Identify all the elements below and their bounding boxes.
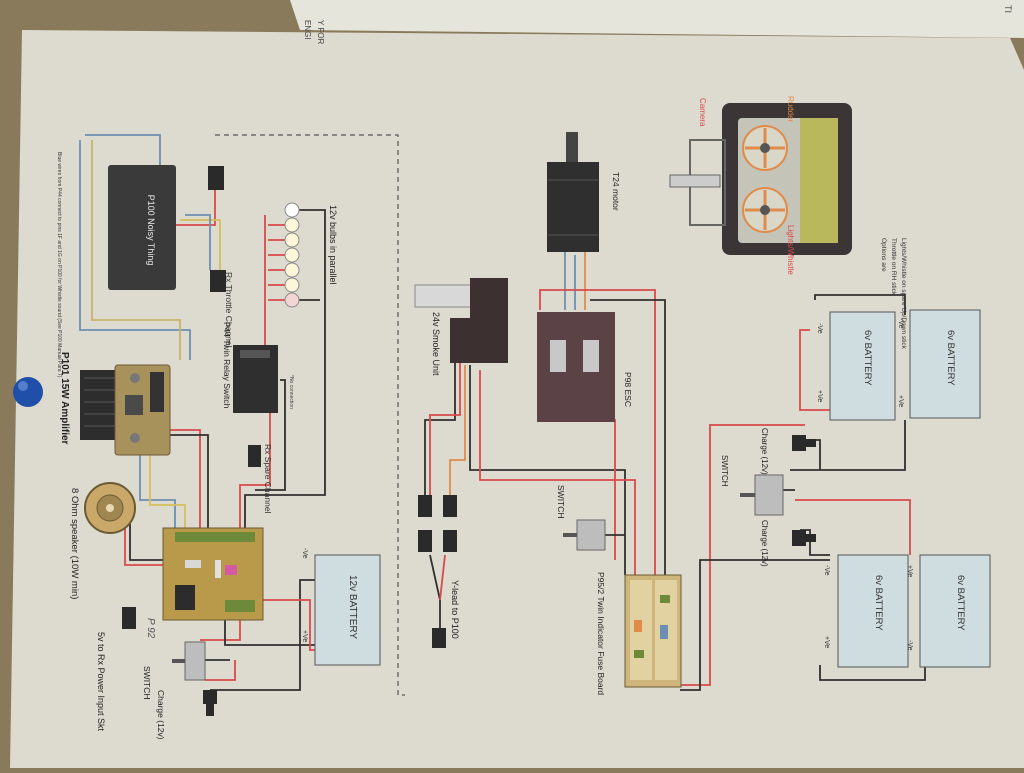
battery-6v-top-left: 6v BATTERY — [829, 311, 896, 421]
battery-6v-label-2: 6v BATTERY — [945, 330, 956, 386]
fuse-board-label: P95/2 Twin Indicator Fuse Board — [596, 572, 606, 695]
blue-pushpin — [13, 377, 43, 407]
rx-spare-plug — [248, 445, 261, 467]
battery-2-minus: -Ve — [897, 318, 904, 329]
right-switch — [740, 474, 784, 516]
right-charge-label-top: Charge (12v) — [760, 428, 769, 475]
no-connection-note: *No connection — [288, 375, 294, 409]
battery-6v-top-right: 6v BATTERY — [909, 309, 981, 419]
battery-4-minus: -Ve — [906, 640, 913, 651]
battery-4-plus: +Ve — [906, 565, 913, 577]
right-switch-label: SWITCH — [720, 455, 729, 487]
smoke-unit — [414, 278, 508, 363]
t24-motor — [547, 132, 599, 252]
p100-noisy-thing: P100 Noisy Thing — [108, 165, 176, 290]
wires — [79, 134, 926, 691]
right-charge-socket-bottom — [792, 530, 816, 546]
left-charge-socket — [203, 690, 217, 716]
mid-switch — [563, 519, 606, 551]
relay-switch-label: P44 Twin Relay Switch — [222, 322, 232, 409]
left-switch-label: SWITCH — [142, 666, 152, 700]
rx-spare-label: Rx Spare Channel — [263, 444, 273, 514]
y-lead-connectors — [418, 495, 457, 648]
power-input-label: 5v to Rx Power Input Skt — [96, 632, 106, 732]
battery-6v-label-3: 6v BATTERY — [873, 575, 884, 631]
rx-throttle-label: Rx Throttle Channel — [224, 272, 234, 348]
transmitter — [669, 103, 852, 255]
left-charge-label: Charge (12v) — [156, 690, 166, 740]
paper-behind — [290, 0, 1024, 38]
lights-label: Lights/Whistle — [786, 225, 795, 275]
dashed-enclosure — [215, 134, 405, 696]
battery-3-plus: +Ve — [823, 636, 830, 648]
header-fragment-3: TI — [1003, 5, 1013, 13]
right-charge-socket-top — [792, 435, 816, 451]
options-line-1: Throttle on RH stick — [890, 238, 897, 296]
battery-12v: 12v BATTERY — [314, 554, 381, 666]
noisy-thing-label: P100 Noisy Thing — [146, 195, 156, 266]
battery-6v-bottom-right: 6v BATTERY — [919, 554, 991, 668]
bulbs-label: 12v bulbs in parallel — [328, 205, 338, 285]
battery-12v-label: 12v BATTERY — [347, 575, 358, 639]
battery-2-plus: +Ve — [897, 395, 904, 407]
left-switch — [172, 641, 206, 681]
battery-6v-label-4: 6v BATTERY — [955, 575, 966, 631]
header-fragment-2: Y FOR — [316, 20, 325, 45]
battery-12v-minus: -Ve — [301, 548, 308, 559]
battery-12v-plus: +Ve — [301, 630, 308, 642]
p92-handwritten: P 92 — [145, 618, 156, 639]
right-charge-label-bottom: Charge (12v) — [760, 520, 769, 567]
p98-esc — [537, 312, 615, 422]
speaker-label: 8 Ohm speaker (10W min) — [69, 488, 80, 599]
battery-3-minus: -Ve — [823, 565, 830, 576]
p92-board — [162, 527, 264, 621]
header-fragment: ENGI — [303, 20, 312, 40]
bulb-array — [284, 202, 300, 308]
blue-wires-note: Blue wires from P44 connect to pins 1F a… — [56, 152, 62, 378]
p101-amplifier — [80, 364, 171, 456]
rx-throttle-plug — [208, 166, 226, 292]
smoke-unit-label: 24v Smoke Unit — [431, 312, 441, 376]
battery-6v-label-1: 6v BATTERY — [862, 330, 873, 386]
battery-1-minus: -Ve — [816, 323, 823, 334]
power-input-plug — [122, 607, 136, 629]
y-lead-label: Y-lead to P100 — [450, 580, 460, 639]
battery-1-plus: +Ve — [816, 390, 823, 402]
p95-fuse-board — [624, 574, 682, 688]
options-line-2: Lights/Whistle on spare Up/Down stick — [900, 238, 907, 350]
options-title: Options are — [880, 238, 887, 272]
camera-label: Camera — [698, 98, 707, 127]
mid-switch-label: SWITCH — [556, 485, 566, 519]
amplifier-label: P101 15W Amplifier — [59, 352, 70, 445]
p44-relay-switch — [233, 345, 278, 413]
rudder-label: Rudder — [786, 96, 795, 123]
speaker — [84, 482, 136, 534]
esc-label: P98 ESC — [623, 372, 633, 407]
battery-6v-bottom-left: 6v BATTERY — [837, 554, 909, 668]
motor-label: T24 motor — [611, 172, 621, 211]
